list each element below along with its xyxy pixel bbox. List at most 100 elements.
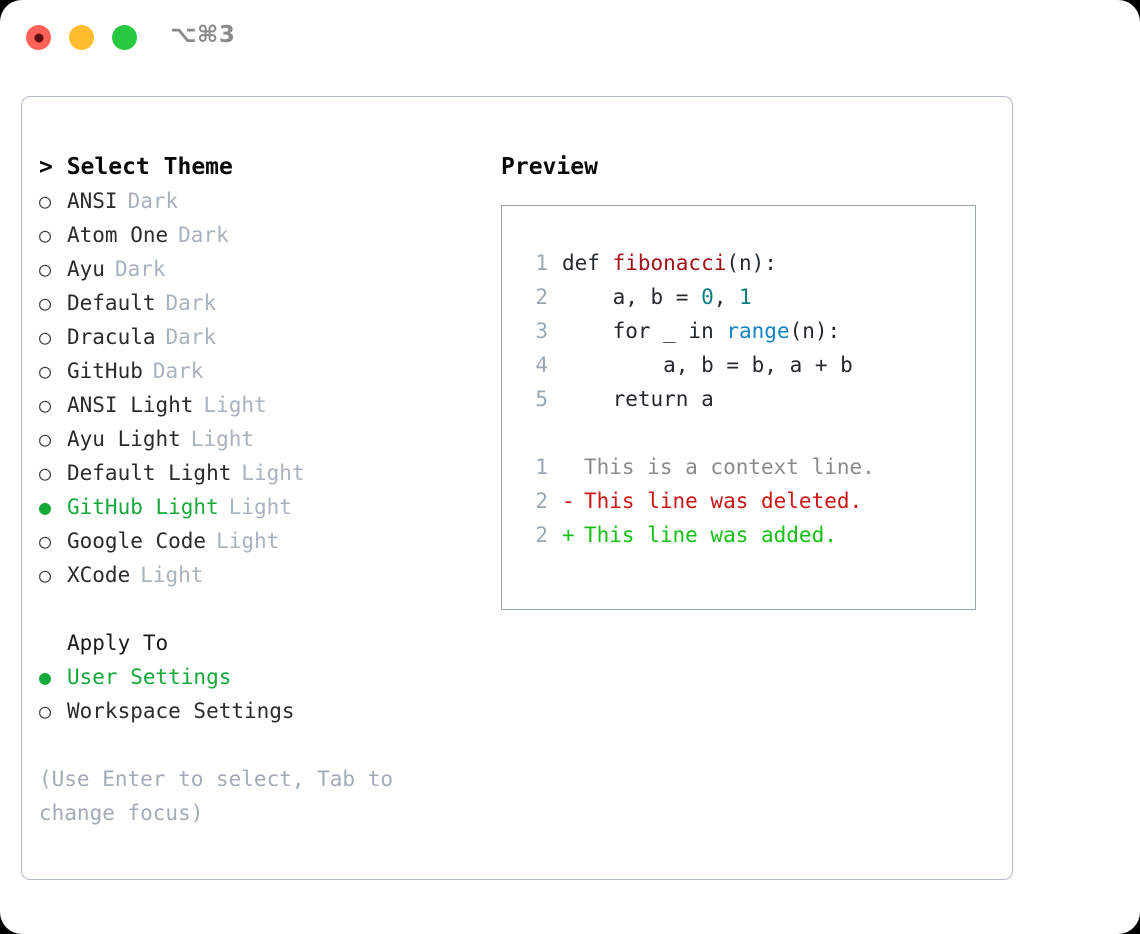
radio-unselected-icon: ○: [39, 699, 52, 723]
code-token-plain: for _ in: [562, 319, 727, 343]
theme-variant-tag: Dark: [127, 189, 179, 213]
keyboard-shortcut-label: ⌥⌘3: [170, 22, 236, 48]
diff-line-ctx: 1 This is a context line.: [520, 450, 975, 484]
theme-option-atom-one[interactable]: ○ Atom One Dark: [39, 218, 479, 252]
theme-option-google-code[interactable]: ○ Google Code Light: [39, 524, 479, 558]
code-line: 2 a, b = 0, 1: [520, 280, 975, 314]
theme-variant-tag: Light: [203, 393, 267, 417]
theme-option-github[interactable]: ○ GitHub Dark: [39, 354, 479, 388]
theme-option-ansi[interactable]: ○ ANSI Dark: [39, 184, 479, 218]
theme-variant-tag: Dark: [165, 325, 217, 349]
theme-option-ayu[interactable]: ○ Ayu Dark: [39, 252, 479, 286]
diff-line-add: 2 + This line was added.: [520, 518, 975, 552]
code-token-plain: ,: [713, 285, 740, 309]
theme-option-label: Dracula: [67, 325, 156, 349]
theme-option-label: Ayu: [67, 257, 105, 281]
diff-sign: +: [562, 523, 575, 547]
radio-unselected-icon: ○: [39, 461, 52, 485]
code-token-plain: return a: [562, 387, 714, 411]
theme-option-label: Atom One: [67, 223, 169, 247]
apply-to-list: ● User Settings ○Workspace Settings: [39, 660, 479, 728]
diff-line-del: 2-This line was deleted.: [520, 484, 975, 518]
theme-option-label: GitHub: [67, 359, 143, 383]
line-number: 2: [535, 523, 548, 547]
radio-unselected-icon: ○: [39, 393, 52, 417]
theme-option-default-light[interactable]: ○ Default Light Light: [39, 456, 479, 490]
theme-option-ansi-light[interactable]: ○ ANSI Light Light: [39, 388, 479, 422]
line-number: 3: [535, 319, 548, 343]
diff-sign: [562, 450, 584, 484]
code-line: 4 a, b = b, a + b: [520, 348, 975, 382]
apply-to-title: Apply To: [67, 631, 169, 655]
line-number: 5: [535, 387, 548, 411]
line-number: 1: [535, 455, 548, 479]
diff-text: This is a context line.: [584, 455, 875, 479]
theme-option-label: Ayu Light: [67, 427, 181, 451]
apply-to-option-user-settings[interactable]: ● User Settings: [39, 660, 479, 694]
code-token-plain: (n):: [726, 251, 777, 275]
close-window-button[interactable]: [26, 25, 51, 50]
diff-text: This line was deleted.: [584, 489, 863, 513]
radio-unselected-icon: ○: [39, 563, 52, 587]
radio-unselected-icon: ○: [39, 359, 52, 383]
theme-variant-tag: Dark: [152, 359, 204, 383]
radio-unselected-icon: ○: [39, 189, 52, 213]
theme-option-github-light[interactable]: ● GitHub Light Light: [39, 490, 479, 524]
theme-option-label: XCode: [67, 563, 131, 587]
theme-variant-tag: Dark: [114, 257, 166, 281]
line-number: 2: [535, 285, 548, 309]
code-line: 5 return a: [520, 382, 975, 416]
radio-unselected-icon: ○: [39, 529, 52, 553]
theme-variant-tag: Light: [228, 495, 292, 519]
theme-variant-tag: Light: [190, 427, 255, 451]
line-number: 2: [535, 489, 548, 513]
code-token-plain: (n):: [789, 319, 841, 343]
radio-selected-icon: ●: [39, 665, 52, 689]
theme-option-label: ANSI Light: [67, 393, 194, 417]
code-token-num: 1: [739, 285, 752, 309]
keyboard-hint-text: (Use Enter to select, Tab to change focu…: [39, 767, 406, 825]
theme-option-xcode[interactable]: ○ XCode Light: [39, 558, 479, 592]
theme-variant-tag: Light: [216, 529, 280, 553]
maximize-window-button[interactable]: [112, 25, 137, 50]
traffic-lights: [26, 25, 137, 50]
code-token-call: range: [726, 319, 790, 343]
preview-title: Preview: [501, 154, 598, 180]
theme-option-label: Default Light: [67, 461, 232, 485]
theme-option-label: GitHub Light: [67, 495, 219, 519]
code-token-plain: a, b = b, a + b: [562, 353, 853, 377]
theme-option-label: Google Code: [67, 529, 207, 553]
theme-variant-tag: Light: [140, 563, 204, 587]
theme-variant-tag: Dark: [178, 223, 229, 247]
radio-unselected-icon: ○: [39, 223, 52, 247]
theme-variant-tag: Light: [241, 461, 305, 485]
apply-to-option-workspace-settings[interactable]: ○Workspace Settings: [39, 694, 479, 728]
radio-unselected-icon: ○: [39, 257, 52, 281]
theme-option-label: Default: [67, 291, 156, 315]
minimize-window-button[interactable]: [69, 25, 94, 50]
radio-unselected-icon: ○: [39, 291, 52, 315]
diff-text: This line was added.: [584, 523, 837, 547]
code-token-plain: a, b =: [562, 285, 702, 309]
apply-to-option-label: User Settings: [67, 665, 232, 689]
select-theme-header: > Select Theme: [39, 154, 233, 180]
code-token-fn: fibonacci: [612, 251, 727, 275]
code-line: 3 for _ in range(n):: [520, 314, 975, 348]
line-number: 4: [535, 353, 548, 377]
theme-option-label: ANSI: [67, 189, 118, 213]
diff-sign: -: [562, 489, 575, 513]
diff-sample: 1 This is a context line.2-This line was…: [520, 450, 975, 552]
code-token-num: 0: [701, 285, 714, 309]
apply-to-section: Apply To ● User Settings ○Workspace Settin…: [39, 626, 479, 728]
radio-selected-icon: ●: [39, 495, 52, 519]
